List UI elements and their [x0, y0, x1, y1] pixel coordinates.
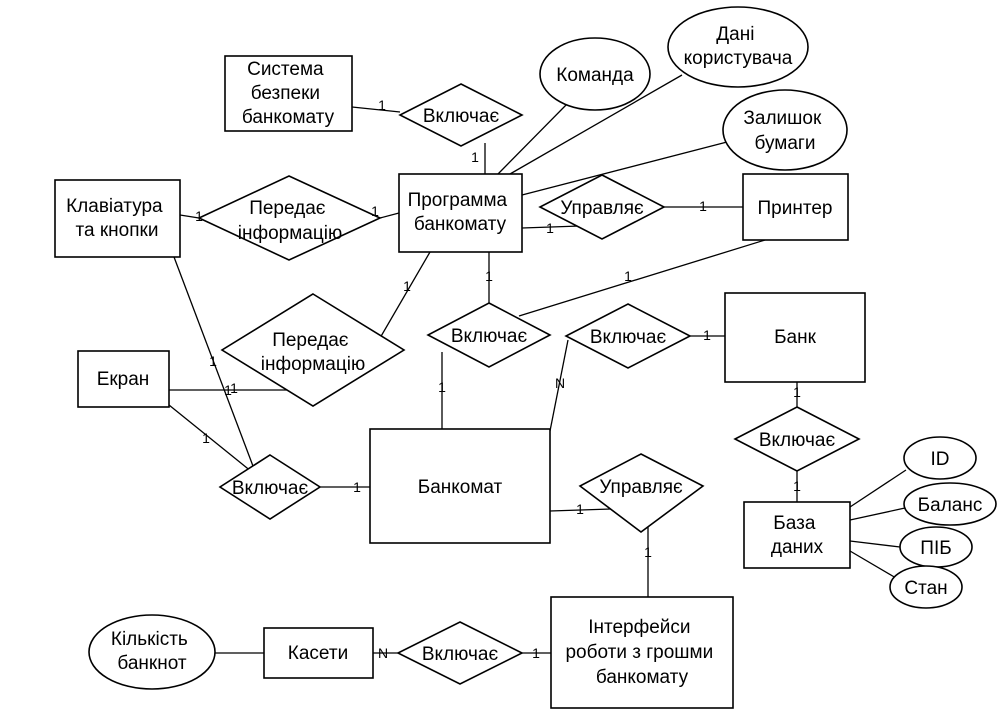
entity-label: Программа банкомату [408, 190, 513, 235]
edge-command-program [497, 102, 569, 175]
entity-label: Банкомат [418, 477, 503, 498]
entity-label: Банк [774, 327, 817, 348]
entity-database[interactable]: База даних [743, 501, 851, 569]
entity-keyboard[interactable]: Клавіатура та кнопки [54, 179, 181, 258]
cardinality-label: 1 [793, 384, 801, 400]
entity-money-interfaces[interactable]: Інтерфейси роботи з грошми банкомату [550, 596, 734, 709]
relationship-transfers-screen[interactable]: Передає інформацію [220, 293, 406, 407]
attribute-id[interactable]: ID [903, 436, 977, 480]
attribute-banknote-count[interactable]: Кількість банкнот [88, 614, 216, 690]
entity-printer[interactable]: Принтер [742, 173, 849, 241]
relationship-includes-security[interactable]: Включає [398, 83, 524, 147]
cardinality-label: 1 [438, 379, 446, 395]
edge-screen-includes [168, 404, 253, 473]
edge-includes-atm-n [549, 339, 569, 432]
relationship-includes-atm[interactable]: Включає [218, 454, 322, 520]
cardinality-label: 1 [371, 203, 379, 219]
edge-keyboard-includes [173, 256, 257, 475]
attribute-label: Баланс [918, 495, 983, 516]
attribute-label: Кількість банкнот [111, 629, 193, 674]
edge-program-manages [521, 225, 581, 229]
entity-label: Клавіатура та кнопки [66, 196, 168, 241]
edge-db-id [849, 469, 907, 508]
relationship-label: Передає інформацію [238, 198, 342, 244]
edge-printer-includes [518, 239, 766, 317]
entity-bank[interactable]: Банк [724, 292, 866, 383]
edge-transfer-program [379, 212, 400, 219]
cardinality-label: 1 [202, 430, 210, 446]
edge-paper-program [521, 141, 728, 196]
entity-cassettes[interactable]: Касети [263, 627, 374, 679]
cardinality-label: 1 [532, 645, 540, 661]
entity-atm[interactable]: Банкомат [369, 428, 551, 544]
attribute-label: ПІБ [920, 538, 951, 559]
cardinality-label: 1 [378, 97, 386, 113]
cardinality-labels: 1 1 1 1 1 1 1 1 1 1 1 1 1 1 N 1 1 1 1 1 … [195, 97, 801, 661]
relationship-label: Управляє [560, 198, 644, 219]
cardinality-label: 1 [644, 544, 652, 560]
cardinality-label: 1 [230, 380, 238, 396]
relationship-manages-interfaces[interactable]: Управляє [578, 453, 705, 533]
edge-security-includes [351, 106, 401, 113]
cardinality-label: 1 [209, 353, 217, 369]
relationship-includes-cassettes[interactable]: Включає [396, 621, 524, 685]
entity-screen[interactable]: Екран [77, 350, 170, 408]
attribute-user-data[interactable]: Дані користувача [667, 6, 809, 88]
entity-label: Принтер [758, 198, 833, 219]
cardinality-label: 1 [224, 382, 232, 398]
edge-program-transfer2 [379, 251, 431, 339]
relationship-includes-database[interactable]: Включає [733, 406, 861, 472]
attribute-label: Залишок бумаги [743, 108, 826, 154]
connectors [168, 74, 907, 654]
attribute-label: ID [931, 449, 950, 470]
attribute-state[interactable]: Стан [889, 565, 963, 609]
cardinality-label: N [378, 645, 388, 661]
relationship-label: Включає [451, 326, 528, 347]
cardinality-label: N [555, 375, 565, 391]
entity-label: База даних [771, 513, 824, 558]
entity-label: Касети [288, 643, 348, 664]
attribute-balance[interactable]: Баланс [903, 482, 997, 526]
entity-label: Екран [97, 369, 150, 390]
cardinality-label: 1 [195, 208, 203, 224]
cardinality-label: 1 [485, 268, 493, 284]
cardinality-label: 1 [546, 220, 554, 236]
entity-atm-program[interactable]: Программа банкомату [398, 173, 523, 253]
cardinality-label: 1 [699, 198, 707, 214]
edge-keyboard-transfer [179, 214, 200, 219]
relationship-label: Включає [590, 327, 667, 348]
edge-db-balance [849, 507, 906, 521]
cardinality-label: 1 [471, 149, 479, 165]
edge-atm-manages [549, 508, 612, 512]
cardinality-label: 1 [624, 268, 632, 284]
attribute-label: Дані користувача [684, 24, 793, 69]
attribute-command[interactable]: Команда [539, 37, 651, 111]
relationship-label: Включає [232, 478, 309, 499]
relationship-includes-bank[interactable]: Включає [564, 303, 692, 369]
attribute-full-name[interactable]: ПІБ [899, 526, 973, 568]
cardinality-label: 1 [703, 327, 711, 343]
relationship-transfers-keyboard[interactable]: Передає інформацію [197, 175, 382, 261]
relationship-label: Включає [423, 106, 500, 127]
edge-db-state [849, 550, 897, 579]
relationship-label: Управляє [599, 477, 683, 498]
edge-db-fullname [849, 540, 901, 548]
relationship-label: Включає [759, 430, 836, 451]
attribute-label: Стан [904, 578, 947, 599]
cardinality-label: 1 [353, 479, 361, 495]
attribute-label: Команда [556, 65, 634, 86]
cardinality-label: 1 [576, 501, 584, 517]
attribute-paper-left[interactable]: Залишок бумаги [722, 89, 848, 171]
entity-label: Інтерфейси роботи з грошми банкомату [565, 617, 718, 688]
entity-security-system[interactable]: Система безпеки банкомату [224, 55, 353, 132]
cardinality-label: 1 [403, 278, 411, 294]
relationship-manages-printer[interactable]: Управляє [538, 174, 666, 240]
edge-userdata-program [509, 74, 683, 175]
relationship-label: Передає інформацію [261, 330, 365, 375]
relationship-label: Включає [422, 644, 499, 665]
relationship-includes-program[interactable]: Включає [426, 302, 552, 368]
entity-label: Система безпеки банкомату [242, 59, 335, 128]
cardinality-label: 1 [793, 478, 801, 494]
